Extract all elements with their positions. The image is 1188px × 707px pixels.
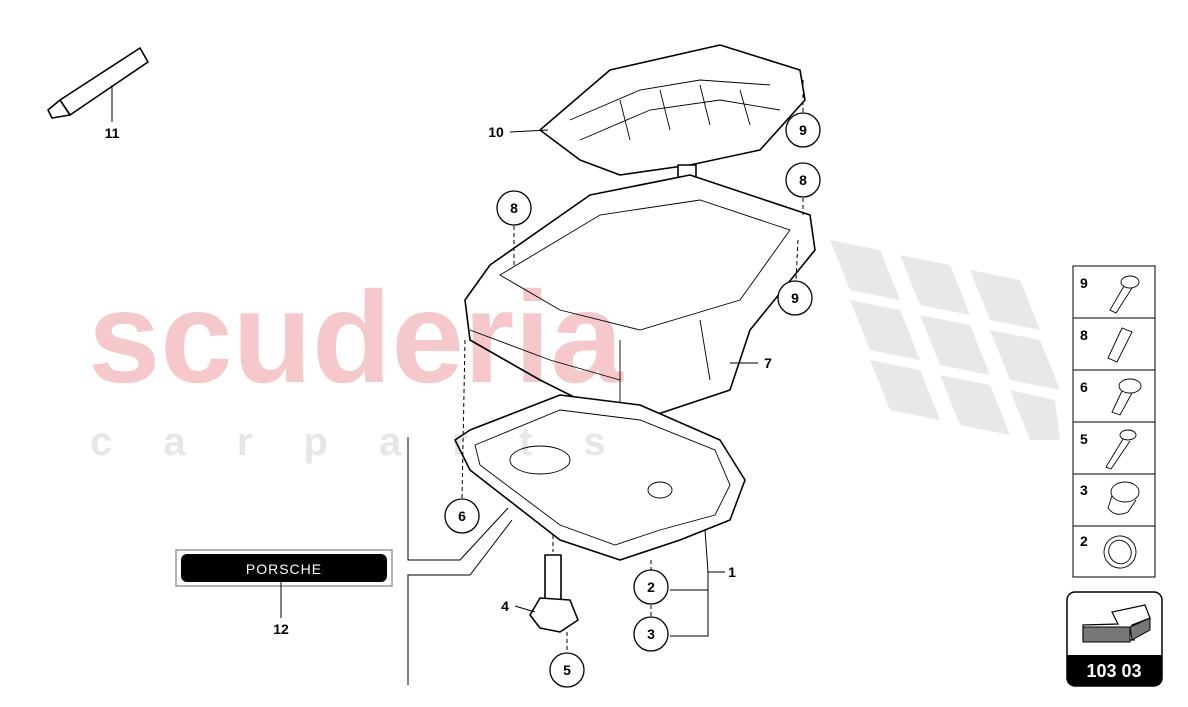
callout-5[interactable]: 5	[549, 652, 585, 688]
legend-num: 3	[1080, 482, 1088, 498]
callout-text: 6	[458, 508, 466, 524]
legend-num: 2	[1080, 533, 1088, 549]
legend-row-5[interactable]: 5	[1080, 429, 1137, 470]
oil-sensor-part	[514, 554, 579, 633]
legend-row-9[interactable]: 9	[1080, 275, 1140, 314]
callout-text: 9	[799, 122, 807, 138]
callout-text: 2	[647, 579, 655, 595]
callout-text: 9	[791, 290, 799, 306]
legend-row-6[interactable]: 6	[1080, 378, 1142, 416]
porsche-badge-part: PORSCHE	[175, 549, 393, 618]
label-11[interactable]: 11	[105, 125, 120, 141]
torx-bolt-short-icon	[1111, 378, 1142, 416]
watermark-brand: scuderia	[88, 264, 624, 410]
callout-6[interactable]: 6	[444, 498, 480, 534]
callout-text: 8	[799, 172, 807, 188]
callout-9-right[interactable]: 9	[777, 280, 813, 316]
dowel-pin-icon	[1107, 327, 1133, 363]
legend-row-2[interactable]: 2	[1080, 530, 1142, 574]
sealant-tube-part	[47, 47, 149, 122]
legend-row-3[interactable]: 3	[1080, 481, 1140, 515]
label-12[interactable]: 12	[273, 621, 289, 637]
legend-num: 6	[1080, 379, 1088, 395]
label-10[interactable]: 10	[488, 124, 504, 140]
arrow-back-icon	[1082, 604, 1151, 643]
callout-text: 5	[563, 662, 571, 678]
upper-oil-pan-part	[464, 174, 816, 421]
label-4[interactable]: 4	[501, 598, 509, 614]
callout-text: 8	[510, 200, 518, 216]
torx-bolt-long-icon	[1105, 429, 1137, 470]
drain-plug-icon	[1107, 481, 1140, 515]
fastener-legend: 9 8 6 5 3 2	[1072, 265, 1156, 578]
callout-8-left[interactable]: 8	[496, 190, 532, 226]
legend-num: 8	[1080, 327, 1088, 343]
label-7[interactable]: 7	[764, 355, 772, 371]
callout-2[interactable]: 2	[633, 569, 669, 605]
callout-text: 3	[647, 626, 655, 642]
torx-bolt-icon	[1109, 275, 1140, 314]
legend-num: 9	[1080, 275, 1088, 291]
watermark: scuderia c a r p a r t s	[88, 264, 626, 464]
badge-text: PORSCHE	[246, 561, 322, 577]
watermark-sub: c a r p a r t s	[90, 420, 626, 464]
page-reference-button[interactable]: 103 03	[1066, 591, 1163, 687]
label-1[interactable]: 1	[728, 564, 736, 580]
callout-9-top[interactable]: 9	[785, 112, 821, 148]
lower-oil-pan-part	[454, 394, 746, 561]
seal-ring-icon	[1103, 535, 1137, 569]
callout-8-right[interactable]: 8	[785, 162, 821, 198]
callout-3[interactable]: 3	[633, 616, 669, 652]
page-reference-code: 103 03	[1086, 661, 1141, 681]
legend-num: 5	[1080, 431, 1088, 447]
legend-row-8[interactable]: 8	[1080, 327, 1133, 363]
checkered-flag	[830, 240, 1060, 440]
